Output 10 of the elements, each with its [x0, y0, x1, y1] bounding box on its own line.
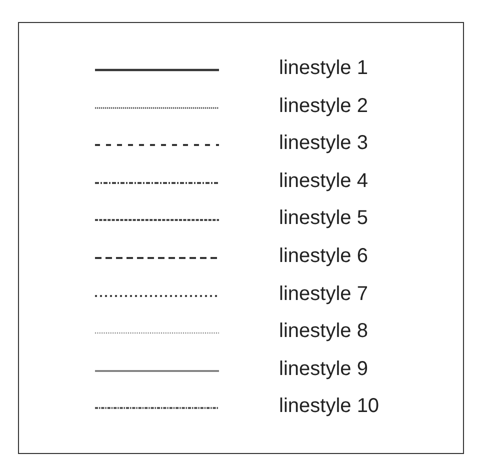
- legend-label: linestyle 7: [279, 282, 368, 306]
- legend-label: linestyle 6: [279, 245, 368, 268]
- legend-label: linestyle 8: [279, 320, 368, 344]
- legend-label: linestyle 10: [279, 395, 380, 418]
- legend-label: linestyle 9: [279, 358, 368, 381]
- legend-label: linestyle 4: [279, 170, 368, 193]
- legend-label: linestyle 1: [279, 57, 368, 80]
- legend-label: linestyle 3: [279, 132, 368, 156]
- legend-label: linestyle 2: [279, 94, 368, 118]
- legend-label: linestyle 5: [279, 207, 368, 230]
